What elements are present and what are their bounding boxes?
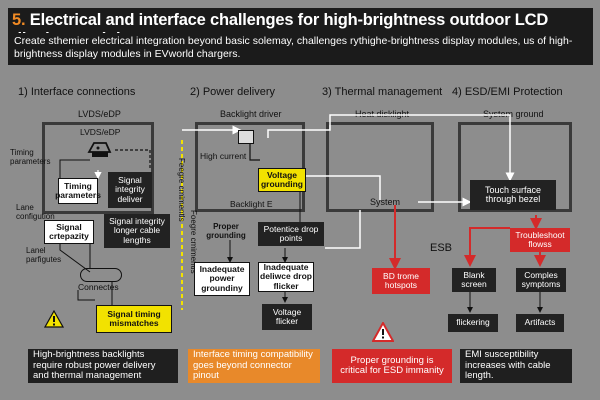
complex-symptoms-box: Comples symptoms (516, 268, 566, 292)
lane-configuration-label: Lane configution (16, 203, 55, 221)
inadequate-drop-box: Inadequate deliwce drop flicker (258, 262, 314, 292)
connector-shape (80, 268, 122, 282)
heading-thermal: 3) Thermal management (322, 86, 443, 98)
connectors-label: Connectes (78, 282, 119, 292)
connector-lvds-label: LVDS/eDP (80, 127, 121, 137)
note-emi-text: EMI susceptibility increases with cable … (465, 349, 551, 382)
note-interface-timing-text: Interface timing compatibility goes beyo… (193, 349, 313, 382)
heading-interface: 1) Interface connections (18, 86, 136, 98)
proper-grounding-label: Proper grounding (206, 222, 246, 240)
heading-esd: 4) ESD/EMI Protection (452, 86, 563, 98)
hotspots-box: BD trome hotspots (372, 268, 430, 294)
device-icon (238, 130, 254, 144)
signal-integrity-box: Signal integrity deliver (108, 172, 152, 208)
note-interface-timing: Interface timing compatibility goes beyo… (188, 349, 320, 383)
signal-integrity-longer-box: Signal integrity longer cable lengths (104, 214, 170, 248)
lvds-title: LVDS/eDP (78, 109, 121, 119)
note-backlights: High-brightness backlights require robus… (28, 349, 178, 383)
heat-label: Heat disklight (355, 109, 410, 119)
interface-frame (42, 122, 154, 214)
inadequate-power-box: Inadequate power groundiny (194, 262, 250, 296)
signal-timing-box: Signal timing mismatches (96, 305, 172, 333)
high-current-label: High current (200, 151, 247, 161)
lane-partitions-label: Lanel parfigutes (26, 246, 62, 264)
system-label: System (370, 197, 401, 207)
connector-icon (86, 140, 112, 165)
warning-icon (43, 309, 65, 333)
blank-screen-box: Blank screen (452, 268, 496, 292)
timing-parameters-box: Timing parameters (55, 178, 101, 204)
backlight-driver-label: Backlight driver (220, 109, 282, 119)
signal-capacity-box: Signal crtepazity (44, 220, 94, 244)
power-vertical-label: Foegre cmimentls (189, 210, 198, 274)
thermal-frame (326, 122, 434, 212)
power-frame (195, 122, 305, 212)
note-grounding: Proper grounding is critical for ESD imm… (332, 349, 452, 383)
voltage-flicker-box: Voltage flicker (262, 304, 312, 330)
note-backlights-text: High-brightness backlights require robus… (33, 349, 156, 382)
system-ground-label: System ground (483, 109, 544, 119)
troubleshoot-box: Troubleshoot flowss (510, 228, 570, 252)
backlight-e-label: Backlight E (230, 199, 273, 209)
interface-vertical-label: Feegre cmimentls (177, 158, 186, 222)
heading-power: 2) Power delivery (190, 86, 275, 98)
warning-icon (371, 320, 395, 347)
flickering-box: flickering (448, 314, 498, 332)
note-grounding-text: Proper grounding is critical for ESD imm… (340, 354, 444, 376)
note-emi: EMI susceptibility increases with cable … (460, 349, 572, 383)
artifacts-box: Artifacts (516, 314, 564, 332)
esb-label: ESB (430, 242, 453, 254)
voltage-grounding-box: Voltage grounding (258, 168, 306, 192)
title-number: 5. (12, 11, 26, 29)
esd-frame (458, 122, 572, 212)
potential-drop-box: Potentice drop points (258, 222, 324, 246)
page-subtitle: Create sthemier electrical integration b… (8, 33, 593, 65)
touch-surface-box: Touch surface through bezel (470, 180, 556, 210)
timing-parameters-label: Timing parameters (10, 148, 51, 166)
